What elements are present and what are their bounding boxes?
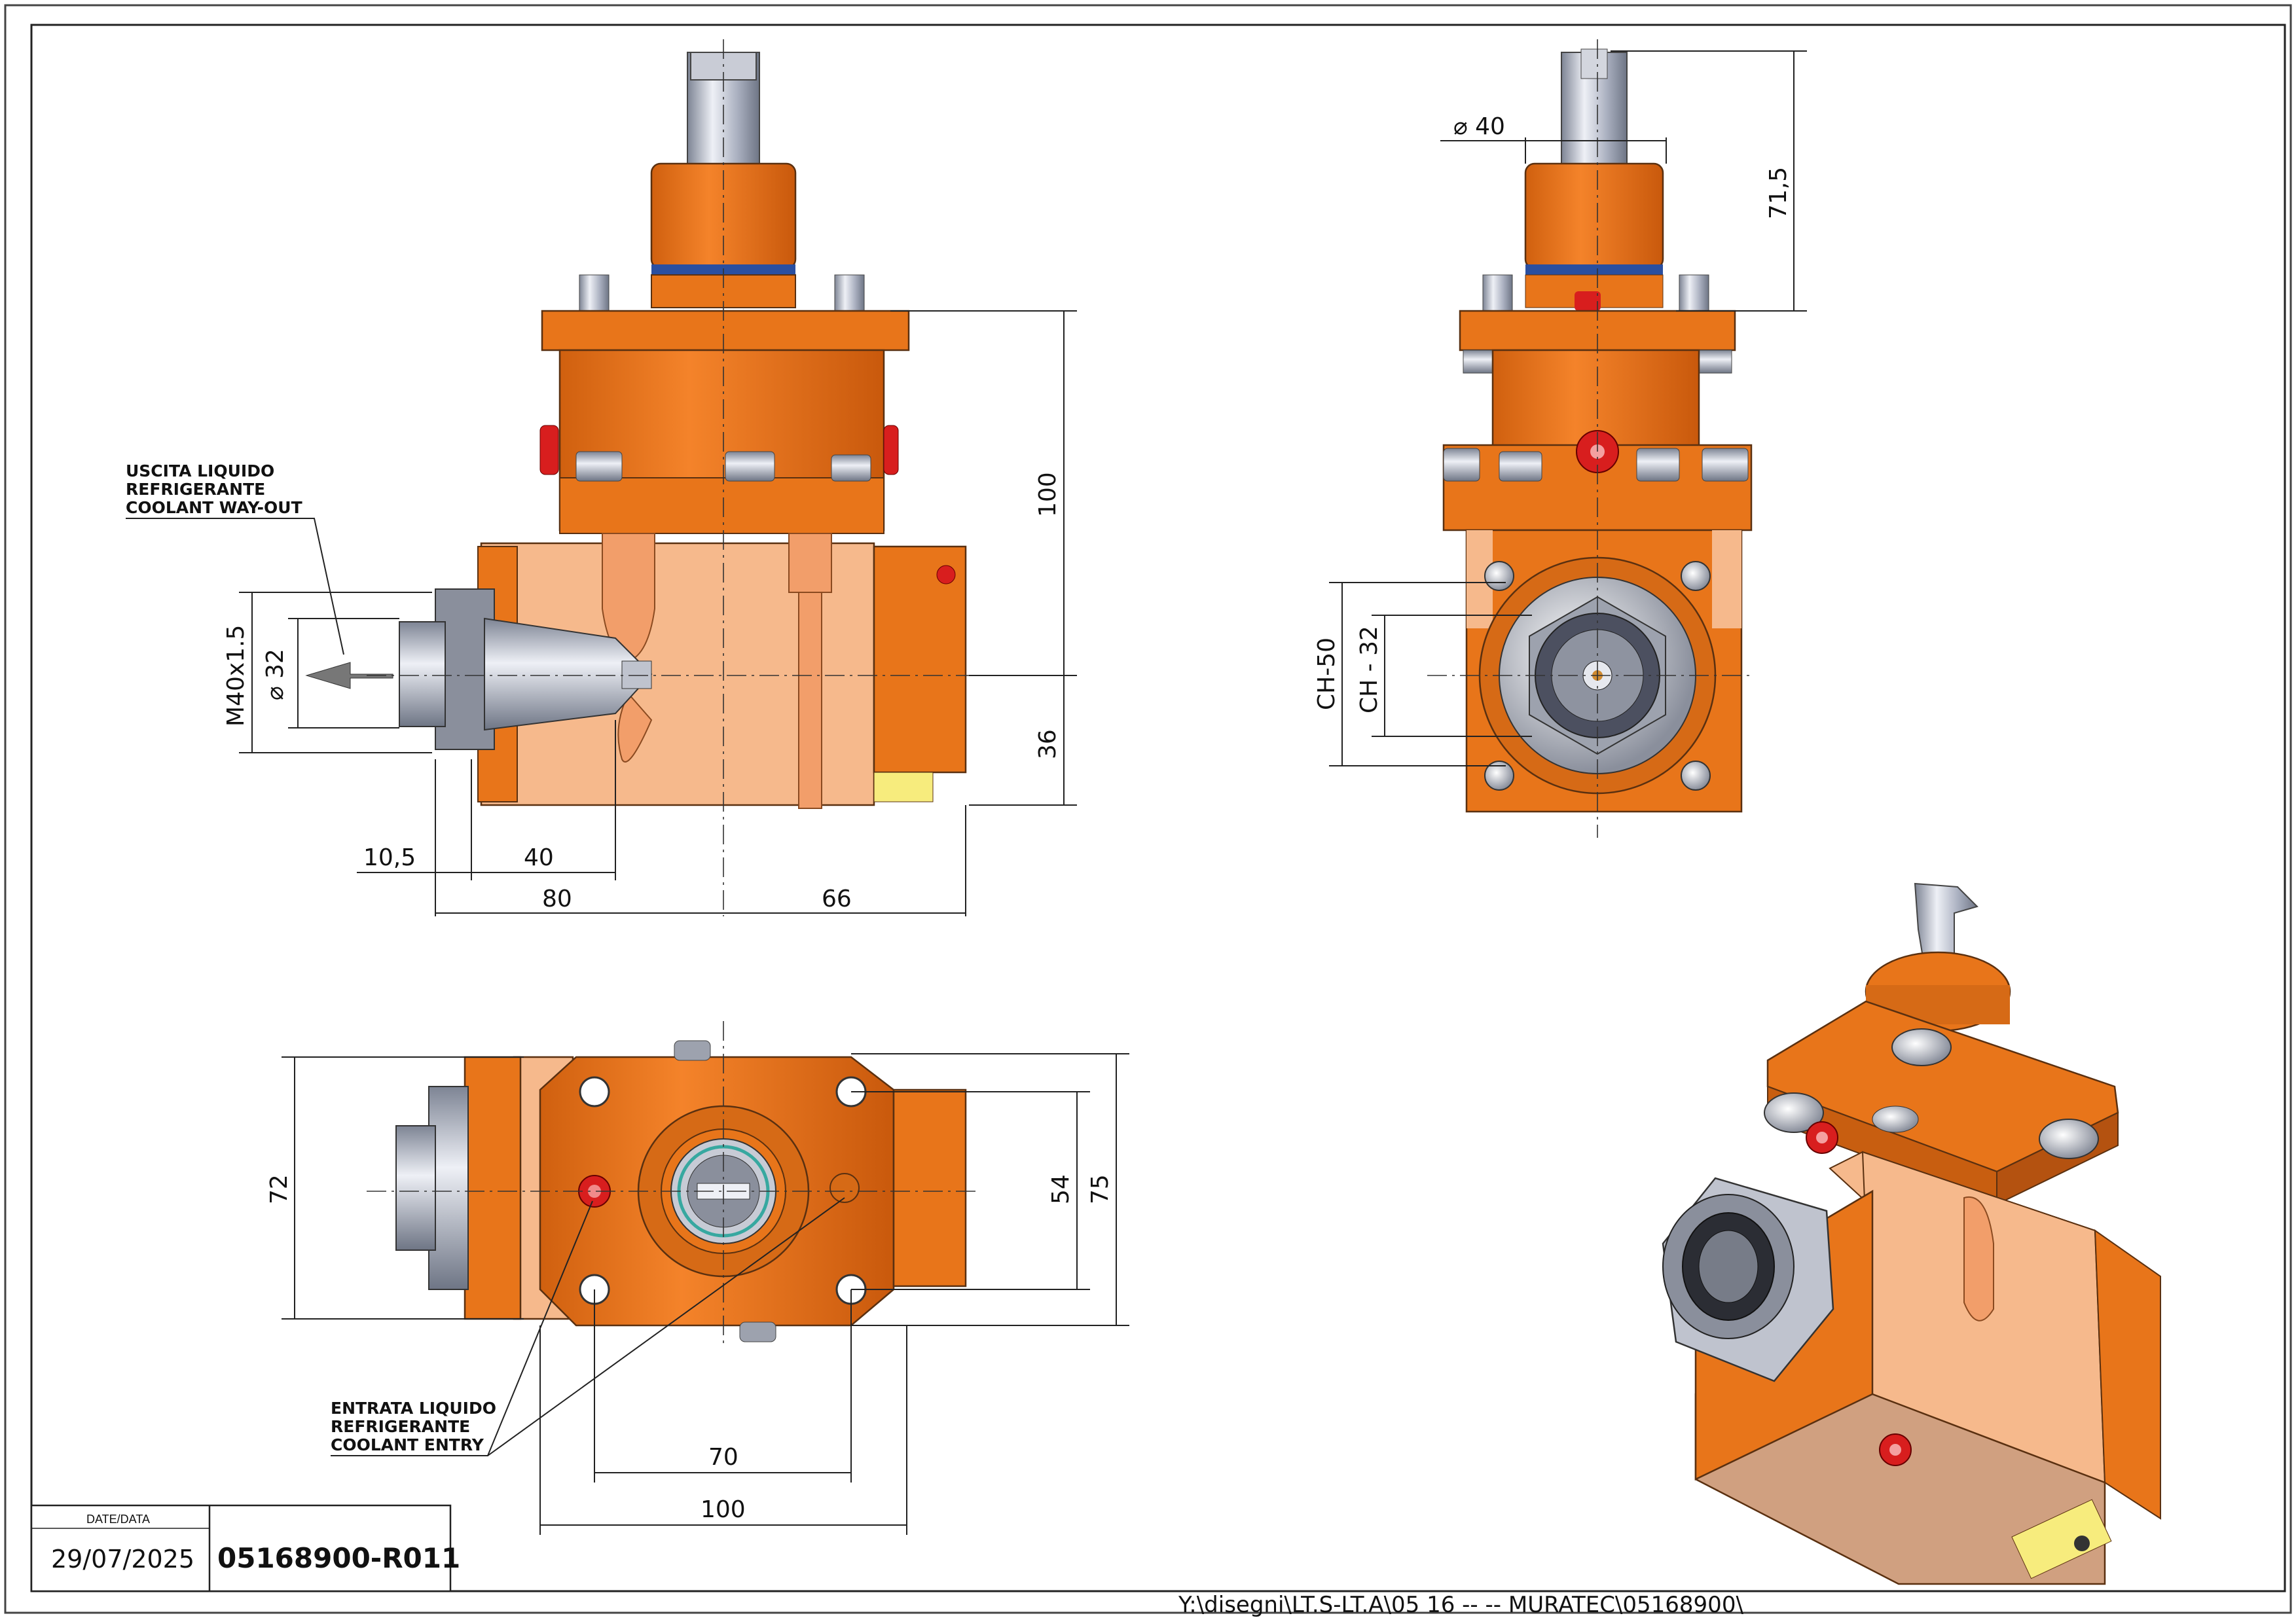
dim-54: 54 — [1048, 1174, 1074, 1204]
top-view — [367, 1021, 975, 1348]
label-coolant-out: USCITA LIQUIDO REFRIGERANTE COOLANT WAY-… — [126, 461, 344, 655]
dim-height-36: 36 — [1034, 729, 1061, 759]
dim-72: 72 — [266, 1174, 293, 1204]
coolant-in-line-2: REFRIGERANTE — [331, 1417, 470, 1436]
coolant-out-line-3: COOLANT WAY-OUT — [126, 498, 302, 517]
dim-ch-50: CH-50 — [1313, 638, 1340, 710]
label-coolant-in: ENTRATA LIQUIDO REFRIGERANTE COOLANT ENT… — [331, 1197, 845, 1456]
dim-70: 70 — [708, 1444, 738, 1471]
dim-75: 75 — [1087, 1174, 1114, 1204]
date-label: DATE/DATA — [86, 1513, 150, 1526]
dim-100-top: 100 — [701, 1496, 746, 1523]
dim-diam-40: ⌀ 40 — [1453, 113, 1505, 140]
inner-frame — [30, 24, 2286, 1592]
side-view-dimensions: ⌀ 40 71,5 CH-50 CH - 32 — [1313, 50, 1807, 766]
dim-thread: M40x1.5 — [223, 625, 249, 727]
front-view — [305, 39, 1074, 916]
dim-height-100: 100 — [1034, 472, 1061, 517]
isometric-view — [1662, 882, 2161, 1585]
coolant-out-line-1: USCITA LIQUIDO — [126, 461, 274, 480]
file-path: Y:\disegni\LT.S-LT.A\05 16 -- -- MURATEC… — [1178, 1592, 1743, 1618]
dim-diam-32: ⌀ 32 — [262, 649, 289, 700]
dim-ch-32: CH - 32 — [1356, 626, 1383, 713]
dim-10-5: 10,5 — [363, 844, 416, 871]
coolant-in-line-1: ENTRATA LIQUIDO — [331, 1399, 496, 1418]
drawing-date: 29/07/2025 — [51, 1545, 194, 1573]
outer-frame — [4, 4, 2292, 1614]
dim-66: 66 — [822, 886, 852, 912]
title-block: DATE/DATA 29/07/2025 05168900-R011 — [30, 1504, 460, 1592]
dim-80: 80 — [542, 886, 572, 912]
coolant-out-line-2: REFRIGERANTE — [126, 480, 265, 499]
coolant-in-line-3: COOLANT ENTRY — [331, 1435, 484, 1454]
dim-40: 40 — [524, 844, 554, 871]
drawing-code: 05168900-R011 — [217, 1542, 460, 1574]
front-view-dimensions: 100 36 M40x1.5 ⌀ 32 10,5 40 80 66 — [223, 310, 1077, 916]
side-view — [1427, 39, 1755, 838]
dim-71-5: 71,5 — [1765, 167, 1792, 219]
top-view-dimensions: 72 54 75 70 100 — [266, 1053, 1129, 1535]
